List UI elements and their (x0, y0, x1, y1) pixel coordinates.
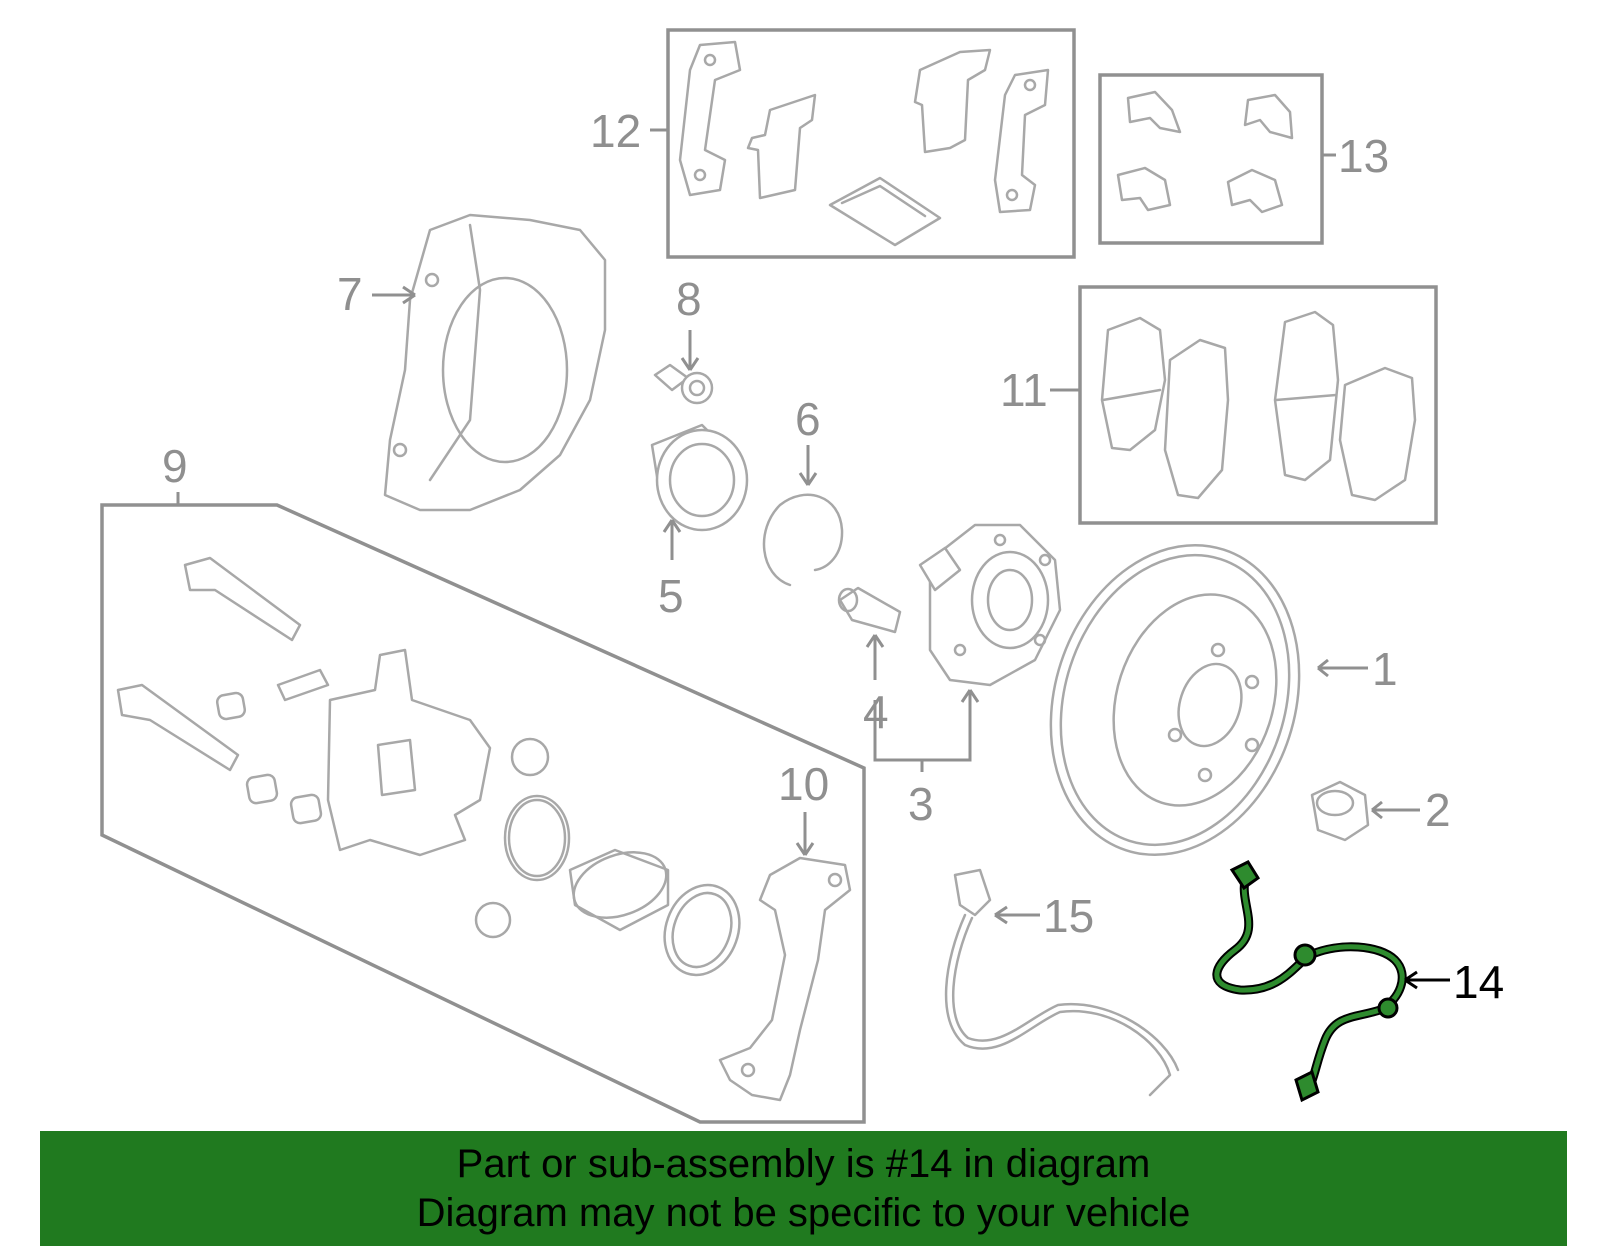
part-8-bolt (653, 363, 714, 405)
callout-8: 8 (676, 273, 702, 325)
callout-2: 2 (1425, 784, 1451, 836)
part-13-clips (1116, 90, 1294, 214)
callout-12: 12 (590, 105, 641, 157)
part-1-rotor (1049, 543, 1301, 857)
banner-line-part-number: Part or sub-assembly is #14 in diagram (456, 1141, 1151, 1186)
callout-1: 1 (1372, 643, 1398, 695)
part-10-caliper-bracket (718, 856, 852, 1102)
callout-14: 14 (1453, 956, 1504, 1008)
part-15-speed-sensor (944, 868, 1180, 1097)
box-13-clips (1098, 73, 1324, 245)
part-14-brake-hose (1212, 860, 1407, 1103)
info-banner: Part or sub-assembly is #14 in diagram D… (40, 1131, 1567, 1246)
part-12-shims (678, 40, 1050, 247)
part-11-brake-pads (1100, 310, 1417, 502)
leader-lines (176, 128, 1450, 990)
part-9-caliper-components (116, 556, 741, 977)
box-11-brake-pads (1078, 285, 1438, 525)
box-9-caliper-assembly (100, 503, 866, 1124)
part-3-hub (918, 523, 1062, 687)
callout-9: 9 (162, 440, 188, 492)
part-5-bearing (650, 423, 749, 532)
callout-7: 7 (337, 268, 363, 320)
banner-line-disclaimer: Diagram may not be specific to your vehi… (416, 1190, 1191, 1235)
part-4-wheel-stud (837, 586, 902, 634)
callout-4: 4 (863, 686, 889, 738)
callout-3: 3 (908, 778, 934, 830)
callout-5: 5 (658, 570, 684, 622)
callout-6: 6 (795, 393, 821, 445)
callout-10: 10 (778, 758, 829, 810)
callout-13: 13 (1338, 130, 1389, 182)
part-6-snap-ring (762, 493, 844, 587)
box-12-hardware-kit (666, 28, 1076, 259)
part-7-dust-shield (383, 213, 607, 512)
brake-assembly-diagram: 1 2 3 4 5 6 7 8 9 10 11 12 13 14 15 (100, 28, 1504, 1124)
callout-11: 11 (1000, 364, 1048, 416)
callout-15: 15 (1043, 890, 1094, 942)
part-2-hub-nut (1310, 780, 1370, 842)
